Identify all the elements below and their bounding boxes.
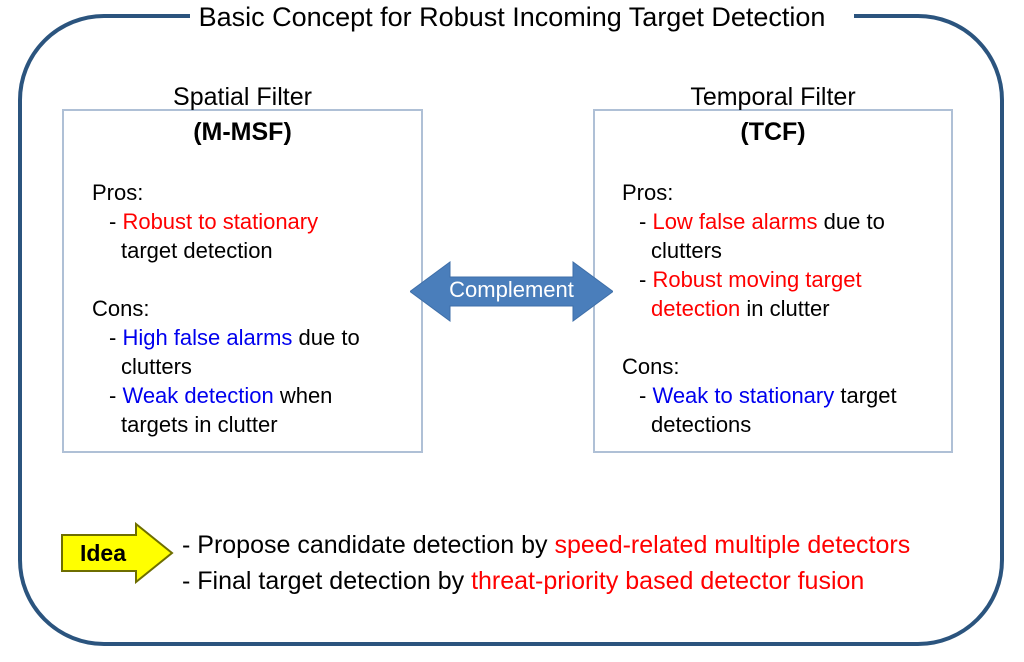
panel-left-cons-label: Cons:	[92, 296, 150, 321]
panel-left-cons-item-1-cont: clutters	[121, 354, 192, 379]
idea-badge-label: Idea	[79, 540, 127, 566]
panel-left-cons-item-1: - High false alarms due to	[92, 323, 412, 352]
highlight-text: Low false alarms	[652, 209, 818, 234]
idea-line-2-black: Final target detection by	[197, 567, 472, 595]
bullet-dash: -	[109, 209, 117, 234]
panel-left-pros-item-1: - Robust to stationary	[92, 207, 412, 236]
panel-left-pros-item-1-cont: target detection	[121, 238, 273, 263]
panel-left-heading: Spatial Filter	[173, 83, 312, 111]
idea-statements: - Propose candidate detection by speed-r…	[182, 527, 1020, 599]
rest-text: due to	[817, 209, 885, 234]
bullet-dash: -	[109, 383, 117, 408]
highlight-text: Robust moving target	[652, 267, 862, 292]
complement-label: Complement	[449, 277, 574, 302]
highlight-text: High false alarms	[122, 325, 293, 350]
panel-right-pros-item-1-cont: clutters	[651, 238, 722, 263]
panel-right-cons-item-1: - Weak to stationary target	[622, 381, 942, 410]
double-arrow-icon	[410, 258, 613, 325]
highlight-text: Weak to stationary	[652, 383, 835, 408]
idea-line-2-red: threat-priority based detector fusion	[471, 567, 865, 595]
idea-line-1: - Propose candidate detection by speed-r…	[182, 527, 1020, 563]
panel-left-pros-label: Pros:	[92, 180, 144, 205]
highlight-text: Weak detection	[122, 383, 274, 408]
idea-line-1-red: speed-related multiple detectors	[554, 531, 911, 559]
bullet-dash: -	[182, 531, 198, 559]
panel-right-cons-label: Cons:	[622, 354, 680, 379]
idea-line-1-black: Propose candidate detection by	[197, 531, 555, 559]
page-title: Basic Concept for Robust Incoming Target…	[198, 2, 826, 32]
panel-right-pros-item-1: - Low false alarms due to	[622, 207, 942, 236]
bullet-dash: -	[182, 567, 198, 595]
bullet-dash: -	[639, 267, 647, 292]
panel-right-heading: Temporal Filter	[690, 83, 856, 111]
rest-text: when	[273, 383, 333, 408]
rest-text: due to	[292, 325, 360, 350]
panel-right-pros-item-2: - Robust moving target	[622, 265, 942, 294]
highlight-text: Robust to stationary	[122, 209, 319, 234]
idea-line-2: - Final target detection by threat-prior…	[182, 563, 1020, 599]
rest-text-cont: in clutter	[740, 296, 830, 321]
panel-right-subheading: (TCF)	[740, 118, 806, 146]
spacer	[622, 323, 942, 352]
panel-left-subheading: (M-MSF)	[193, 118, 292, 146]
panel-right-body: Pros: - Low false alarms due to clutters…	[622, 178, 942, 439]
bullet-dash: -	[639, 383, 647, 408]
panel-right-pros-item-2-cont: detection in clutter	[622, 294, 942, 323]
panel-left-cons-item-2-cont: targets in clutter	[121, 412, 278, 437]
highlight-text-cont: detection	[651, 296, 741, 321]
panel-left-heading-mask	[157, 82, 339, 108]
panel-right-pros-label: Pros:	[622, 180, 674, 205]
panel-spatial-filter	[62, 109, 423, 453]
panel-right-heading-mask	[682, 82, 869, 108]
spacer	[92, 265, 412, 294]
bullet-dash: -	[109, 325, 117, 350]
bullet-dash: -	[639, 209, 647, 234]
title-gap-mask	[190, 2, 854, 32]
panel-right-cons-item-1-cont: detections	[651, 412, 752, 437]
panel-left-cons-item-2: - Weak detection when	[92, 381, 412, 410]
rest-text: target	[834, 383, 897, 408]
panel-left-body: Pros: - Robust to stationary target dete…	[92, 178, 412, 439]
idea-arrow-icon	[60, 522, 174, 584]
